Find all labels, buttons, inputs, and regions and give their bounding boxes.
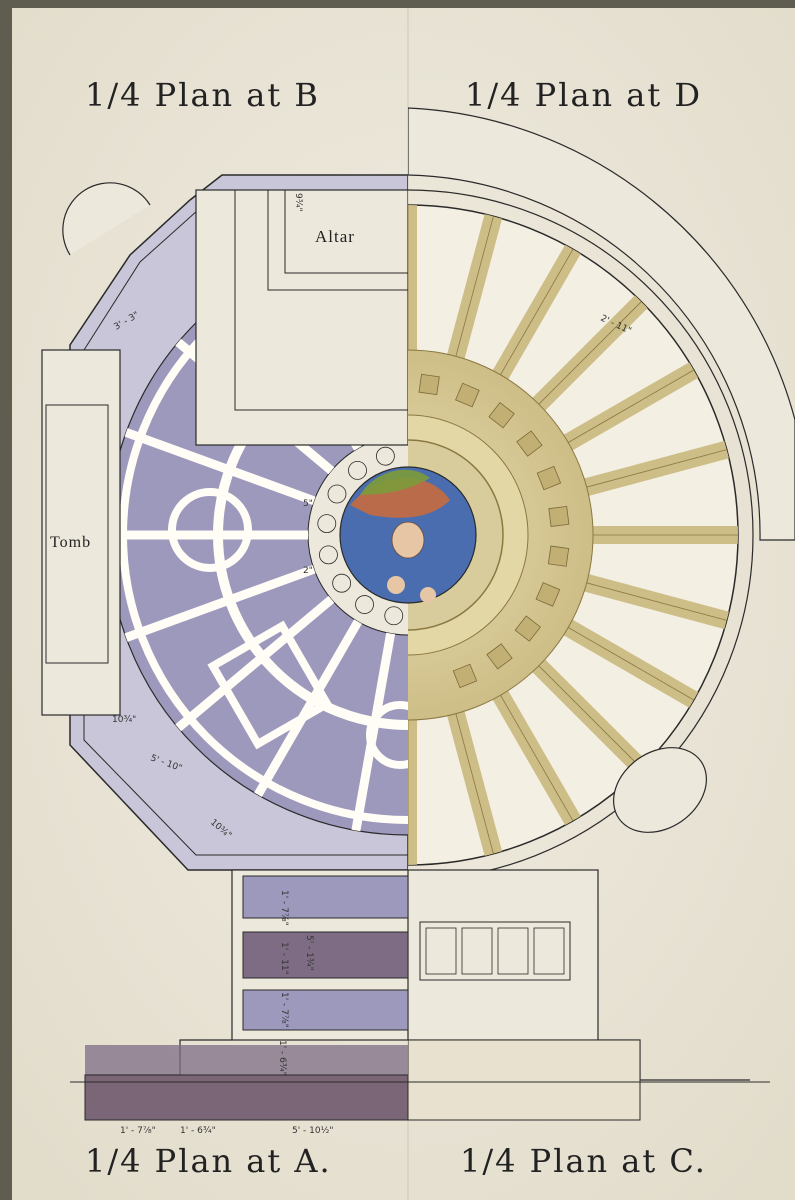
dome-coffers: [418, 373, 570, 689]
floor-band: [254, 619, 362, 798]
dim-oculus-b: 2": [303, 566, 313, 576]
coffer: [548, 506, 570, 527]
floor-panel-lower: [207, 620, 333, 750]
dim-step-3: 1' - 7⅞": [279, 992, 289, 1028]
coffer: [535, 582, 561, 607]
medallion: [332, 573, 352, 593]
pedestal-panel: [533, 927, 565, 975]
pedestal-panel: [497, 927, 529, 975]
coffer: [452, 663, 478, 689]
dim-step-vertical: 1' - 6¾": [277, 1040, 287, 1076]
title-plan-b: 1/4 Plan at B: [85, 76, 320, 114]
medallion: [319, 545, 338, 565]
floor-band: [124, 428, 316, 506]
step-band-2: [242, 931, 408, 979]
coffer: [418, 373, 440, 396]
medallion: [375, 446, 395, 466]
oculus-fresco: [339, 466, 477, 604]
dim-step-mid: 5' - 1¾": [304, 935, 314, 971]
floor-band: [124, 564, 316, 642]
altar-label: Altar: [315, 227, 355, 246]
dim-base-3: 5' - 10½": [292, 1126, 333, 1136]
dome-outer-ring: [408, 189, 754, 881]
altar-step-3: [284, 190, 408, 274]
altar-step-1: [234, 190, 408, 411]
coffer: [514, 615, 541, 642]
right-half-plan: [408, 107, 795, 1121]
tomb-slab: [45, 404, 109, 664]
medallion: [384, 606, 404, 626]
ambulatory-wall: [408, 107, 795, 541]
coffer: [547, 545, 570, 567]
left-half-plan: [41, 174, 408, 1121]
dim-step-1: 1' - 7⅞": [279, 890, 289, 926]
dim-oculus-a: 5": [303, 499, 313, 509]
dim-base-2: 1' - 6¾": [180, 1126, 216, 1136]
dim-altar-depth: 9¾": [293, 193, 303, 212]
coffer: [455, 382, 480, 408]
dim-step-2: 1' - 11": [279, 942, 289, 975]
medallion: [355, 595, 374, 614]
pedestal-panel: [461, 927, 493, 975]
coffer: [536, 465, 562, 491]
title-plan-c: 1/4 Plan at C.: [460, 1142, 707, 1180]
medallion: [348, 460, 367, 480]
floor-roundel-bottom: [366, 701, 408, 769]
pedestal-panel: [425, 927, 457, 975]
altar-step-2: [267, 190, 408, 291]
title-plan-d: 1/4 Plan at D: [465, 76, 702, 114]
dim-base-1: 1' - 7⅞": [120, 1126, 156, 1136]
coffer: [486, 643, 513, 670]
pedestal-panels: [425, 927, 565, 975]
base-plinth-right: [408, 1039, 641, 1121]
step-band-3: [242, 989, 408, 1031]
oval-window: [613, 747, 707, 833]
octagon-inner-wall: [83, 189, 408, 856]
medallion: [317, 514, 337, 533]
medallion: [327, 484, 347, 504]
altar-platform: [195, 189, 408, 446]
floor-band: [175, 595, 335, 732]
step-band-1: [242, 875, 408, 919]
oculus-medallions: [317, 446, 404, 626]
title-plan-a: 1/4 Plan at A.: [85, 1142, 332, 1180]
apse-niche: [62, 182, 151, 256]
coffer: [516, 430, 543, 457]
floor-roundel-left: [168, 488, 252, 572]
tomb-label: Tomb: [50, 534, 91, 551]
coffer: [488, 402, 515, 429]
pedestal-panel-frame: [419, 921, 571, 981]
tomb-recess: [41, 349, 121, 716]
dim-diag-left: 10¾": [112, 715, 136, 725]
